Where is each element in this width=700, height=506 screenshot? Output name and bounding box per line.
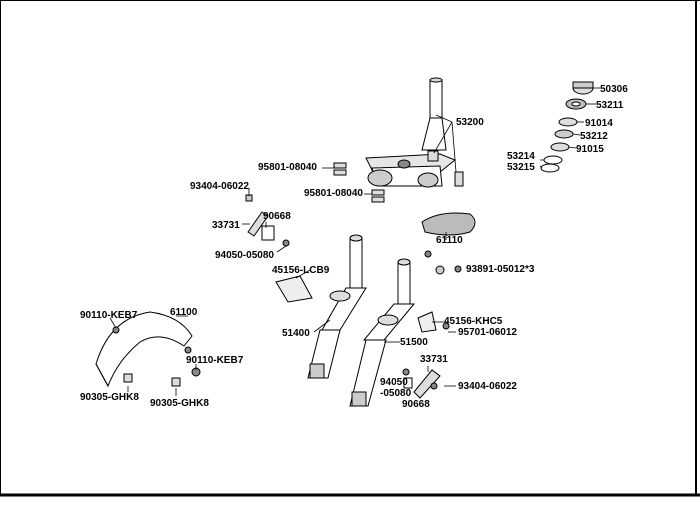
- part-label-53200: 53200: [456, 117, 484, 128]
- part-label-90668-lower: 90668: [402, 399, 430, 410]
- part-label-91014: 91014: [585, 118, 613, 129]
- under-cover-part: [421, 212, 476, 236]
- part-label-53214: 53214: [507, 151, 535, 162]
- part-label-53212: 53212: [580, 131, 608, 142]
- part-label-33731-upper: 33731: [212, 220, 240, 231]
- part-label-45156-khc5: 45156-KHC5: [444, 316, 503, 327]
- steering-stem-part: [365, 77, 456, 188]
- part-label-95801-08040-upper: 95801-08040: [258, 162, 317, 173]
- left-fork-part: [307, 234, 367, 379]
- part-label-93891-05012: 93891-05012*3: [466, 264, 535, 275]
- part-label-93404-06022-upper: 93404-06022: [190, 181, 249, 192]
- front-fender-part: [95, 311, 201, 388]
- part-label-90305-ghk8-right: 90305-GHK8: [150, 398, 209, 409]
- hose-clamp-left-part: [275, 275, 313, 303]
- part-label-94050-lower-line1: 94050: [380, 377, 408, 388]
- clip-parts-upper: [245, 194, 462, 275]
- part-label-53211: 53211: [596, 100, 624, 111]
- part-label-90305-ghk8-left: 90305-GHK8: [80, 392, 139, 403]
- clip-parts-lower: [402, 311, 450, 399]
- part-label-51400: 51400: [282, 328, 310, 339]
- part-label-51500: 51500: [400, 337, 428, 348]
- part-label-94050-lower-line2: -05080: [380, 388, 412, 399]
- part-label-61100: 61100: [170, 307, 198, 318]
- stem-bolts-part: [333, 150, 464, 203]
- part-label-53215: 53215: [507, 162, 535, 173]
- part-label-95701-06012: 95701-06012: [458, 327, 517, 338]
- part-label-90110-keb7-right: 90110-KEB7: [186, 355, 244, 366]
- part-label-33731-lower: 33731: [420, 354, 448, 365]
- part-label-50306: 50306: [600, 84, 628, 95]
- part-label-90668-upper: 90668: [263, 211, 291, 222]
- part-label-93404-06022-lower: 93404-06022: [458, 381, 517, 392]
- part-label-45156-lcb9: 45156-LCB9: [272, 265, 330, 276]
- part-label-95801-08040-lower: 95801-08040: [304, 188, 363, 199]
- right-fork-part: [349, 258, 416, 407]
- part-label-90110-keb7-left: 90110-KEB7: [80, 310, 138, 321]
- part-label-61110: 61110: [436, 235, 463, 246]
- part-label-94050-05080-upper: 94050-05080: [215, 250, 274, 261]
- leader-lines: [109, 87, 600, 396]
- part-label-91015: 91015: [576, 144, 604, 155]
